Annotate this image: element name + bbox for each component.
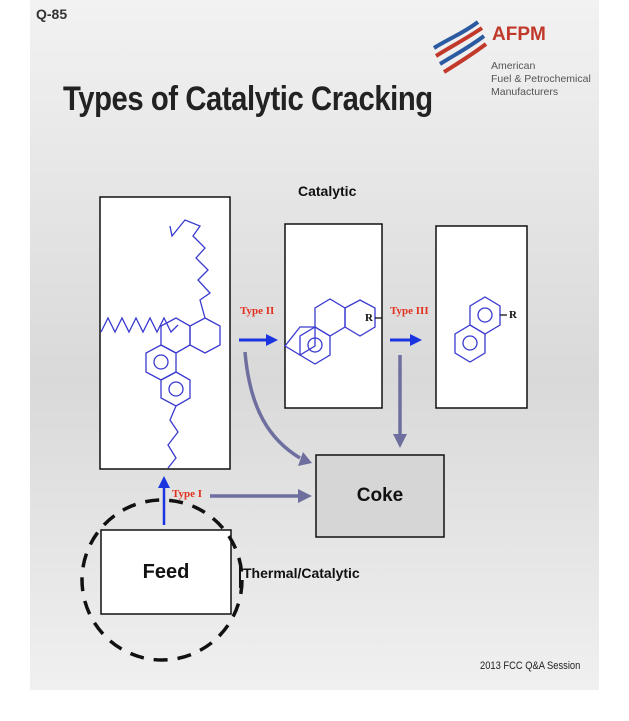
type3-product-box (435, 225, 528, 409)
coke-arrow-from-type3 (393, 355, 407, 448)
thermal-catalytic-label: Thermal/Catalytic (243, 565, 360, 581)
r-group-label-type2: R (365, 312, 373, 324)
feed-highlight-circle (80, 498, 244, 662)
catalytic-label: Catalytic (298, 183, 357, 199)
logo-subtitle: American Fuel & Petrochemical Manufactur… (491, 60, 591, 99)
feed-box (100, 529, 232, 615)
r-group-label-type3: R (509, 309, 517, 321)
logo-line: Manufacturers (491, 86, 559, 98)
feed-molecule-structure (100, 219, 221, 469)
afpm-flag-icon (432, 20, 488, 74)
logo-line: Fuel & Petrochemical (491, 73, 591, 85)
type1-label: Type I (172, 488, 203, 500)
slide-id: Q-85 (36, 6, 68, 22)
coke-arrow-from-feed-box (243, 351, 312, 466)
type2-product-structure (284, 298, 382, 365)
logo-line: American (491, 60, 536, 72)
type2-label: Type II (240, 305, 275, 317)
coke-label: Coke (356, 485, 404, 506)
logo-name: AFPM (492, 24, 546, 45)
page-title: Types of Catalytic Cracking (63, 80, 433, 118)
feed-label: Feed (142, 560, 190, 583)
coke-arrow-from-type1 (210, 489, 312, 503)
type1-arrow (158, 476, 170, 525)
type2-arrow (239, 334, 278, 346)
type3-product-structure (454, 296, 507, 363)
type2-product-box (284, 223, 383, 409)
coke-box (315, 454, 445, 538)
type3-label: Type III (390, 305, 429, 317)
type3-arrow (390, 334, 422, 346)
feed-molecule-box (99, 196, 231, 470)
footer-session: 2013 FCC Q&A Session (480, 660, 581, 672)
